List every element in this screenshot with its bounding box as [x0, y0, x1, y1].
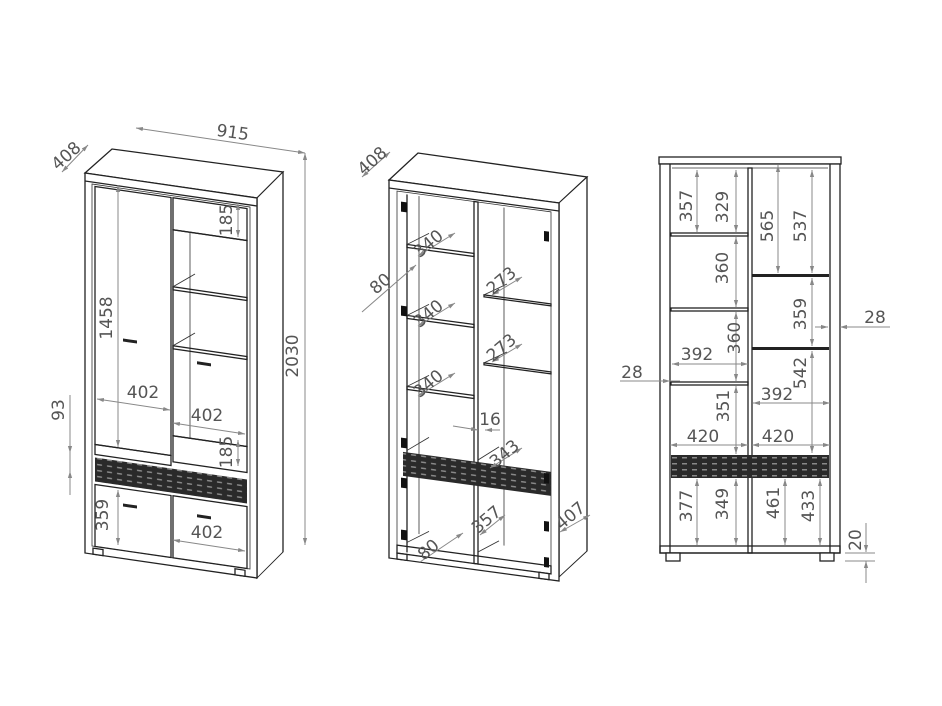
handle: [197, 361, 211, 367]
decorative-grille: [403, 451, 551, 496]
top-slab: [658, 156, 842, 165]
dim-label: 20: [846, 529, 866, 551]
front-face: [84, 172, 258, 579]
hinges: [401, 201, 549, 568]
cabinet-front-elevation: [620, 156, 890, 583]
dimension-labels-right: 357 329 565 537 360 359 28 360 392 28 54…: [621, 190, 886, 551]
dim-label: 349: [713, 488, 733, 520]
dim-label: 420: [687, 427, 719, 447]
decorative-grille: [671, 455, 829, 478]
dim-label: 392: [761, 385, 793, 405]
dim-label: 542: [791, 357, 811, 389]
glass-shelf: [752, 274, 829, 277]
dim-label: 28: [621, 363, 643, 383]
glass-shelf: [483, 294, 552, 307]
dim-label-door-width: 402: [127, 383, 159, 403]
dim-label: 16: [479, 410, 501, 430]
shelf: [670, 307, 749, 312]
side-face: [256, 170, 284, 580]
dim-label: 329: [713, 191, 733, 223]
dim-label-height: 2030: [283, 334, 303, 377]
dim-label: 377: [677, 490, 697, 522]
small-drawer: [172, 435, 248, 474]
dimension-labels-left: 915 408 2030 1458 185 185 402 402 402 93…: [48, 121, 303, 543]
dim-label-drawer-height: 359: [93, 499, 113, 531]
decorative-grille: [95, 457, 247, 504]
dim-label: 537: [791, 210, 811, 242]
right-drawer: [172, 495, 248, 570]
dim-label: 408: [354, 143, 391, 180]
cabinet-closed-view: [61, 126, 308, 580]
dim-label-grille: 93: [49, 399, 69, 421]
dim-label-width: 915: [215, 121, 250, 145]
dim-label-door-height: 1458: [97, 296, 117, 339]
dim-label: 420: [762, 427, 794, 447]
dim-label: 565: [758, 210, 778, 242]
glass-shelf: [483, 362, 552, 375]
dim-label: 360: [713, 252, 733, 284]
dim-label-small-drawer: 185: [217, 436, 237, 468]
dim-label-drawer-width: 402: [191, 523, 223, 543]
shelf: [172, 286, 248, 302]
dim-label: 357: [677, 190, 697, 222]
dim-label: 461: [764, 487, 784, 519]
dim-label: 351: [714, 390, 734, 422]
shelf: [670, 232, 749, 237]
dim-label: 392: [681, 345, 713, 365]
shelf: [670, 381, 749, 386]
cabinet-open-view: [361, 151, 591, 582]
dim-label-glass-width: 402: [191, 406, 223, 426]
left-drawer: [94, 483, 172, 559]
dim-label: 359: [791, 298, 811, 330]
handle: [197, 514, 211, 520]
dim-label-depth: 408: [48, 138, 85, 175]
dim-label: 360: [725, 322, 745, 354]
handle: [123, 338, 137, 344]
handle: [123, 503, 137, 509]
dim-label: 28: [864, 308, 886, 328]
dim-label-top-panel: 185: [217, 204, 237, 236]
glass-shelf: [752, 347, 829, 350]
shelf: [172, 345, 248, 361]
dim-label: 433: [799, 490, 819, 522]
